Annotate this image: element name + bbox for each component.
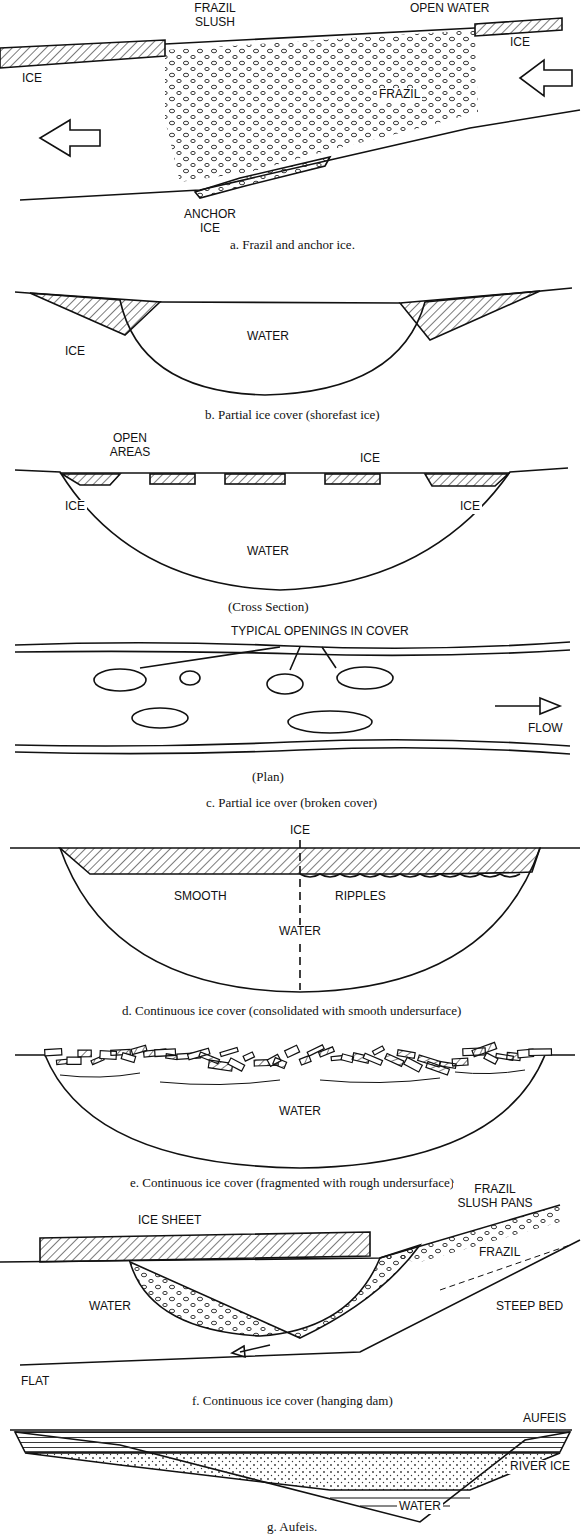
part-label: WATER bbox=[245, 545, 291, 559]
figure-caption: (Cross Section) bbox=[228, 600, 309, 615]
part-label: FRAZIL bbox=[377, 88, 422, 102]
part-label: WATER bbox=[87, 1300, 133, 1314]
part-label: ICE bbox=[20, 72, 44, 86]
part-label: TYPICAL OPENINGS IN COVER bbox=[229, 625, 411, 639]
part-label: ICE bbox=[358, 452, 382, 466]
figure-caption: b. Partial ice cover (shorefast ice) bbox=[205, 408, 380, 423]
part-label: WATER bbox=[277, 925, 323, 939]
part-label: STEEP BED bbox=[494, 1300, 565, 1314]
part-label: ICE bbox=[63, 500, 87, 514]
ice-fragment bbox=[397, 1050, 415, 1059]
part-label: OPEN WATER bbox=[408, 2, 491, 16]
part-label: ICE bbox=[63, 345, 87, 359]
figure-caption: e. Continuous ice cover (fragmented with… bbox=[130, 1176, 454, 1191]
figure-caption: a. Frazil and anchor ice. bbox=[230, 238, 355, 253]
part-label: WATER bbox=[245, 330, 291, 344]
part-label: OPEN AREAS bbox=[98, 432, 162, 460]
part-label: WATER bbox=[397, 1500, 443, 1514]
ice-fragment bbox=[529, 1049, 552, 1056]
figure-caption: c. Partial ice over (broken cover) bbox=[206, 796, 377, 811]
figure-caption: g. Aufeis. bbox=[267, 1520, 317, 1535]
part-label: AUFEIS bbox=[521, 1412, 568, 1426]
ice-fragment bbox=[228, 1058, 245, 1071]
ice-fragment bbox=[67, 1057, 81, 1064]
part-label: FRAZIL bbox=[477, 1246, 522, 1260]
ice-fragment bbox=[273, 1058, 287, 1069]
part-label: FRAZIL SLUSH PANS bbox=[453, 1183, 537, 1211]
part-label: FLAT bbox=[19, 1375, 51, 1389]
ice-fragment bbox=[363, 1053, 382, 1065]
ice-fragment bbox=[452, 1058, 468, 1066]
part-label: RIPPLES bbox=[333, 890, 388, 904]
part-label: ICE bbox=[508, 36, 532, 50]
ice-fragment bbox=[45, 1049, 62, 1056]
figure-caption: (Plan) bbox=[252, 770, 284, 785]
part-label: FRAZIL SLUSH bbox=[183, 2, 247, 30]
part-label: SMOOTH bbox=[172, 890, 229, 904]
ice-fragment bbox=[166, 1054, 178, 1060]
figure-caption: d. Continuous ice cover (consolidated wi… bbox=[122, 1004, 461, 1019]
ice-fragment bbox=[472, 1042, 497, 1056]
ice-fragment bbox=[319, 1047, 335, 1057]
part-label: WATER bbox=[277, 1105, 323, 1119]
ice-fragment bbox=[299, 1056, 311, 1065]
ice-fragment bbox=[243, 1052, 254, 1061]
figure-caption: f. Continuous ice cover (hanging dam) bbox=[192, 1394, 393, 1409]
ice-fragment bbox=[341, 1054, 354, 1063]
ice-fragment bbox=[285, 1045, 300, 1057]
part-label: FLOW bbox=[526, 722, 565, 736]
ice-fragment bbox=[78, 1050, 91, 1057]
part-label: ANCHOR ICE bbox=[178, 208, 242, 236]
ice-fragment bbox=[372, 1046, 384, 1055]
part-label: ICE bbox=[288, 824, 312, 838]
part-label: RIVER ICE bbox=[508, 1460, 572, 1474]
ice-fragment bbox=[220, 1047, 238, 1056]
part-label: ICE bbox=[458, 500, 482, 514]
part-label: ICE SHEET bbox=[136, 1214, 203, 1228]
